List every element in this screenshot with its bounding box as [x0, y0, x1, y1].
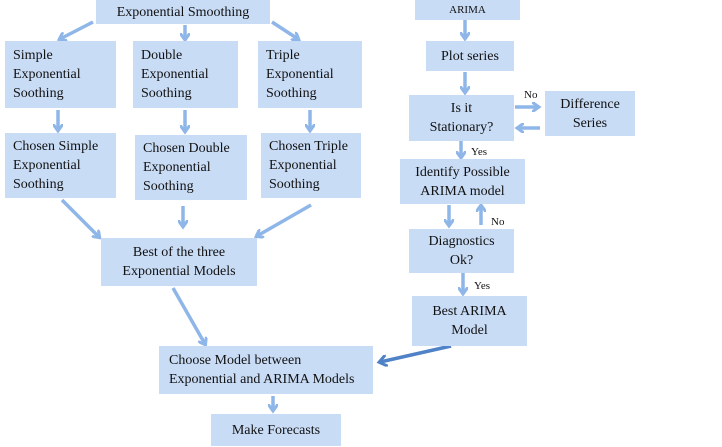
box-text: Exponential	[13, 158, 81, 173]
make-forecasts-box: Make Forecasts	[211, 414, 341, 446]
box-text: Series	[572, 115, 608, 131]
box-text: Is it	[450, 101, 473, 116]
box-text: Soothing	[141, 86, 192, 101]
choose-model-box: Choose Model between Exponential and ARI…	[159, 346, 373, 394]
box-text: Soothing	[13, 86, 64, 101]
box-text: Soothing	[269, 177, 320, 192]
diagnostics-box: Diagnostics Ok?	[409, 229, 514, 273]
box-text: Best of the three	[132, 245, 226, 260]
box-text: Diagnostics	[428, 234, 495, 249]
arrow-best-arima-to-choose	[380, 344, 452, 362]
triple-exp-box: Triple Exponential Soothing	[258, 41, 362, 108]
box-text: Difference	[560, 96, 620, 112]
edge-label-no-stationary: No	[524, 89, 538, 101]
box-text: Soothing	[266, 86, 317, 101]
arrow-chosen-triple-to-best	[257, 203, 312, 236]
difference-series-box: Difference Series	[545, 91, 635, 136]
box-text: Soothing	[13, 177, 64, 192]
double-exp-box: Double Exponential Soothing	[133, 41, 238, 108]
best-exponential-box: Best of the three Exponential Models	[101, 238, 257, 286]
exponential-smoothing-box: Exponential Smoothing	[96, 0, 270, 24]
box-text: Exponential	[269, 158, 337, 173]
identify-arima-box: Identify Possible ARIMA model	[400, 159, 525, 204]
box-text: Stationary?	[429, 120, 494, 135]
arrow-root-to-triple	[271, 20, 298, 39]
box-text: Ok?	[449, 253, 474, 268]
box-text: Exponential and ARIMA Models	[169, 372, 355, 387]
box-text: Double	[141, 48, 183, 63]
plot-series-box: Plot series	[426, 41, 514, 71]
box-text: ARIMA	[449, 3, 486, 16]
chosen-simple-box: Chosen Simple Exponential Soothing	[5, 133, 116, 198]
box-text: Exponential	[13, 67, 81, 82]
box-text: Exponential	[143, 160, 211, 175]
box-text: Exponential Smoothing	[116, 4, 250, 20]
arima-box: ARIMA	[415, 0, 520, 20]
box-text: Identify Possible	[415, 164, 510, 180]
box-text: Exponential Models	[122, 264, 236, 279]
arrow-root-to-simple	[60, 20, 94, 39]
edge-label-yes-stationary: Yes	[471, 146, 488, 158]
box-text: Exponential	[266, 67, 334, 82]
box-text: Plot series	[441, 48, 499, 64]
best-arima-box: Best ARIMA Model	[412, 296, 527, 346]
box-text: Make Forecasts	[231, 422, 321, 438]
box-text: Chosen Double	[143, 141, 230, 156]
box-text: Choose Model between	[169, 353, 302, 368]
box-text: Chosen Triple	[269, 139, 348, 154]
box-text: ARIMA model	[420, 183, 505, 199]
arrow-best-to-choose	[171, 287, 205, 344]
box-text: Exponential	[141, 67, 209, 82]
chosen-double-box: Chosen Double Exponential Soothing	[135, 135, 247, 200]
box-text: Chosen Simple	[13, 139, 99, 154]
box-text: Best ARIMA	[432, 304, 507, 319]
edge-label-yes-diagnostics: Yes	[474, 280, 491, 292]
arrow-chosen-simple-to-best	[60, 198, 99, 237]
chosen-triple-box: Chosen Triple Exponential Soothing	[261, 133, 361, 198]
simple-exp-box: Simple Exponential Soothing	[5, 41, 116, 108]
box-text: Soothing	[143, 179, 194, 194]
stationary-box: Is it Stationary?	[409, 95, 514, 141]
edge-label-no-diagnostics: No	[491, 216, 505, 228]
box-text: Model	[451, 323, 488, 338]
box-text: Triple	[266, 48, 300, 63]
box-text: Simple	[13, 48, 53, 63]
